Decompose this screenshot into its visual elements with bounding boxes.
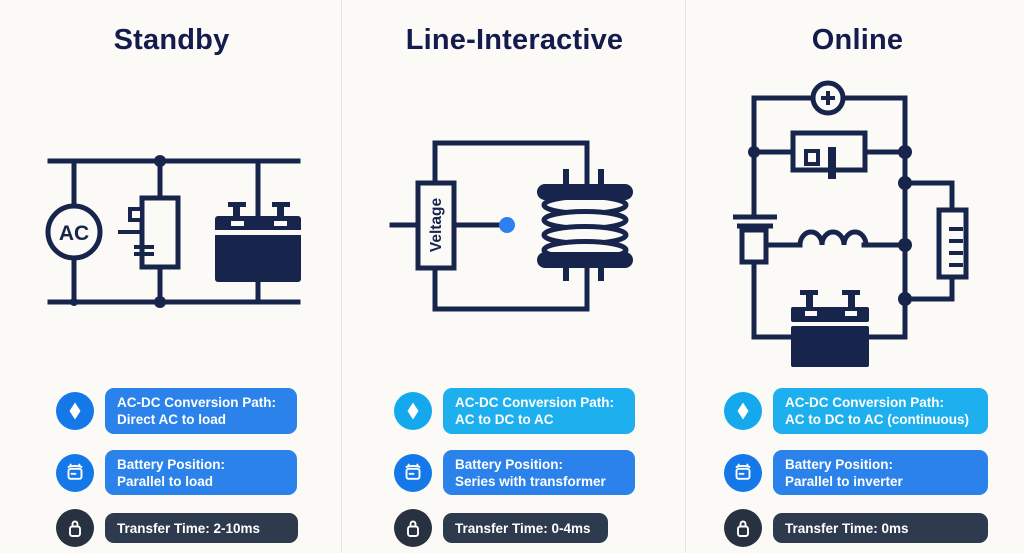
badge-line: Direct AC to load [117, 412, 227, 427]
battery-icon [724, 453, 762, 492]
diamond-icon [724, 392, 762, 430]
badge-label: Transfer Time: 0-4ms [443, 513, 608, 543]
badge-line: AC to DC to AC [455, 412, 554, 427]
badge-label: Transfer Time: 0ms [773, 513, 988, 543]
capacitor-icon [733, 214, 777, 265]
badge-transfer-time: Transfer Time: 0-4ms [394, 509, 608, 547]
junction-dot [70, 298, 78, 306]
badge-label: Battery Position: Series with transforme… [443, 450, 635, 495]
badge-conversion-path: AC-DC Conversion Path: AC to DC to AC [394, 388, 635, 434]
badge-line: Parallel to load [117, 473, 214, 489]
battery-icon [56, 453, 94, 492]
junction-dot [154, 296, 166, 308]
badge-line: Battery Position: [455, 456, 564, 472]
badge-line: Transfer Time: 2-10ms [117, 520, 261, 536]
battery-symbol [791, 290, 869, 367]
junction-dots [748, 145, 912, 306]
badge-line: AC-DC Conversion Path: [117, 395, 277, 410]
ac-source-icon: AC [45, 203, 103, 261]
line-interactive-circuit-diagram: Veltage [389, 140, 633, 312]
rectifier-icon [790, 130, 868, 179]
column-title-standby: Standby [113, 24, 230, 56]
voltage-regulator-icon: Veltage [415, 180, 457, 271]
badge-line: AC-DC Conversion Path: [455, 395, 615, 410]
battery-symbol [215, 202, 301, 282]
voltage-regulator-label: Veltage [428, 197, 445, 252]
badge-line: Series with transformer [455, 473, 606, 489]
badge-line: AC to DC to AC (continuous) [785, 412, 969, 427]
column-title-online: Online [811, 24, 904, 56]
badge-line: Battery Position: [785, 456, 894, 472]
badge-label: AC-DC Conversion Path: AC to DC to AC [443, 388, 635, 434]
badge-label: Battery Position: Parallel to inverter [773, 450, 988, 495]
badge-conversion-path: AC-DC Conversion Path: AC to DC to AC (c… [724, 388, 988, 434]
badge-label: Transfer Time: 2-10ms [105, 513, 298, 543]
junction-dot [154, 155, 166, 167]
badge-label: AC-DC Conversion Path: Direct AC to load [105, 388, 297, 434]
badge-label: Battery Position: Parallel to load [105, 450, 297, 495]
badge-line: Transfer Time: 0-4ms [455, 520, 591, 536]
standby-circuit-diagram: AC [45, 155, 301, 308]
column-divider [685, 0, 686, 553]
inverter-icon [936, 207, 969, 280]
column-title-line-interactive: Line-Interactive [405, 24, 624, 56]
plus-source-icon [810, 80, 846, 116]
online-circuit-diagram [733, 80, 969, 367]
column-divider [341, 0, 342, 553]
badge-line: AC-DC Conversion Path: [785, 395, 945, 410]
battery-icon [394, 453, 432, 492]
badge-transfer-time: Transfer Time: 0ms [724, 509, 988, 547]
badge-battery-position: Battery Position: Series with transforme… [394, 450, 635, 495]
transfer-switch-icon [118, 195, 181, 270]
badge-transfer-time: Transfer Time: 2-10ms [56, 509, 298, 547]
badge-battery-position: Battery Position: Parallel to load [56, 450, 297, 495]
node-dot [499, 217, 515, 233]
lock-icon [394, 509, 432, 547]
lock-icon [56, 509, 94, 547]
inductor-icon [797, 229, 869, 248]
badge-line: Battery Position: [117, 456, 226, 472]
lock-icon [724, 509, 762, 547]
transformer-icon [537, 169, 633, 281]
badge-label: AC-DC Conversion Path: AC to DC to AC (c… [773, 388, 988, 434]
badge-line: Transfer Time: 0ms [785, 520, 909, 536]
badge-line: Parallel to inverter [785, 473, 903, 489]
badge-conversion-path: AC-DC Conversion Path: Direct AC to load [56, 388, 297, 434]
badge-battery-position: Battery Position: Parallel to inverter [724, 450, 988, 495]
diamond-icon [56, 392, 94, 430]
diamond-icon [394, 392, 432, 430]
ac-source-label: AC [59, 222, 89, 245]
